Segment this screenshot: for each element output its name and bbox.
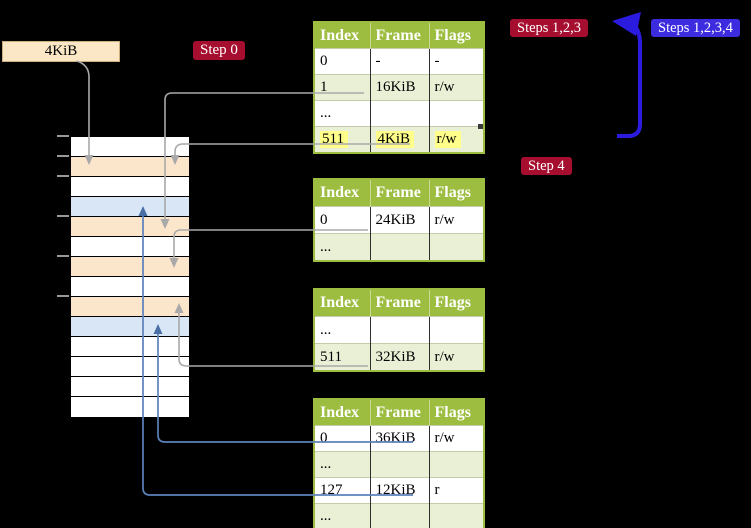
table-cell: r/w xyxy=(429,126,483,152)
highlighted-value: 4KiB xyxy=(375,131,415,148)
column-header: Flags xyxy=(429,290,483,317)
memory-frame-row xyxy=(71,257,189,277)
memory-frame-row xyxy=(71,217,189,237)
memory-frame-row xyxy=(71,177,189,197)
column-header: Frame xyxy=(370,180,430,207)
table-cell: 511 xyxy=(315,343,371,370)
table-cell xyxy=(370,100,430,127)
table-row: ... xyxy=(315,316,483,344)
column-header: Frame xyxy=(370,290,430,317)
loop-back-arrow xyxy=(617,21,642,138)
table-row: 511 4KiB r/w xyxy=(315,126,483,152)
memory-frame-row xyxy=(71,297,189,317)
memory-frame-row xyxy=(71,377,189,397)
table-cell xyxy=(370,316,430,344)
memory-frame-row xyxy=(71,157,189,177)
memory-frame-row xyxy=(71,317,189,337)
table-cell: 511 xyxy=(315,126,371,152)
table-cell xyxy=(429,451,483,478)
frame-size-label-box: 4KiB xyxy=(2,41,120,62)
memory-frame-row xyxy=(71,357,189,377)
column-header: Index xyxy=(315,290,371,317)
table-cell xyxy=(429,316,483,344)
table-cell xyxy=(370,451,430,478)
column-header: Index xyxy=(315,400,371,426)
table-cell: ... xyxy=(315,316,371,344)
table-cell: ... xyxy=(315,100,371,127)
table-cell xyxy=(429,100,483,127)
table-cell: r xyxy=(429,477,483,504)
table-cell: 16KiB xyxy=(370,74,430,101)
memory-frame-row xyxy=(71,397,189,417)
table-cell: 12KiB xyxy=(370,477,430,504)
loop-back-arrowhead-icon xyxy=(612,12,641,36)
column-header: Index xyxy=(315,23,371,49)
table-cell xyxy=(429,503,483,528)
table-cell: - xyxy=(429,48,483,75)
table-cell xyxy=(429,233,483,260)
table-cell xyxy=(370,503,430,528)
table-cell: - xyxy=(370,48,430,75)
memory-frame-row xyxy=(71,197,189,217)
table-cell: 127 xyxy=(315,477,371,504)
badge-step-0: Step 0 xyxy=(193,41,245,60)
table-cell: 0 xyxy=(315,425,371,452)
column-header: Flags xyxy=(429,180,483,207)
frame-size-label: 4KiB xyxy=(44,43,78,59)
table-row: ... xyxy=(315,233,483,260)
table-row: ... xyxy=(315,503,483,528)
table-cell: 24KiB xyxy=(370,206,430,234)
memory-frame-row xyxy=(71,137,189,157)
memory-frame-row xyxy=(71,277,189,297)
table-cell: 1 xyxy=(315,74,371,101)
table-row: ... xyxy=(315,100,483,127)
highlighted-value: 511 xyxy=(320,131,348,148)
table-cell: ... xyxy=(315,233,371,260)
table-cell: 32KiB xyxy=(370,343,430,370)
table-cell: r/w xyxy=(429,74,483,101)
table-cell: ... xyxy=(315,503,371,528)
memory-frame-row xyxy=(71,237,189,257)
table-row: ... xyxy=(315,451,483,478)
table-cell: 36KiB xyxy=(370,425,430,452)
table-cell: r/w xyxy=(429,343,483,370)
column-header: Flags xyxy=(429,400,483,426)
table-cell xyxy=(370,233,430,260)
highlighted-value: r/w xyxy=(434,131,461,148)
table-cell: 0 xyxy=(315,206,371,234)
badge-steps-1-2-3-4: Steps 1,2,3,4 xyxy=(651,19,740,37)
badge-steps-1-2-3: Steps 1,2,3 xyxy=(510,19,589,37)
table-cell: r/w xyxy=(429,425,483,452)
table-row: 0-- xyxy=(315,48,483,75)
memory-column xyxy=(70,136,190,417)
memory-address-ticks xyxy=(57,135,69,297)
column-header: Index xyxy=(315,180,371,207)
column-header: Flags xyxy=(429,23,483,49)
table-cell: 4KiB xyxy=(370,126,430,152)
badge-step-4: Step 4 xyxy=(521,157,572,175)
memory-frame-row xyxy=(71,337,189,357)
column-header: Frame xyxy=(370,400,430,426)
table-cell: ... xyxy=(315,451,371,478)
table-cell: 0 xyxy=(315,48,371,75)
table-cell: r/w xyxy=(429,206,483,234)
column-header: Frame xyxy=(370,23,430,49)
